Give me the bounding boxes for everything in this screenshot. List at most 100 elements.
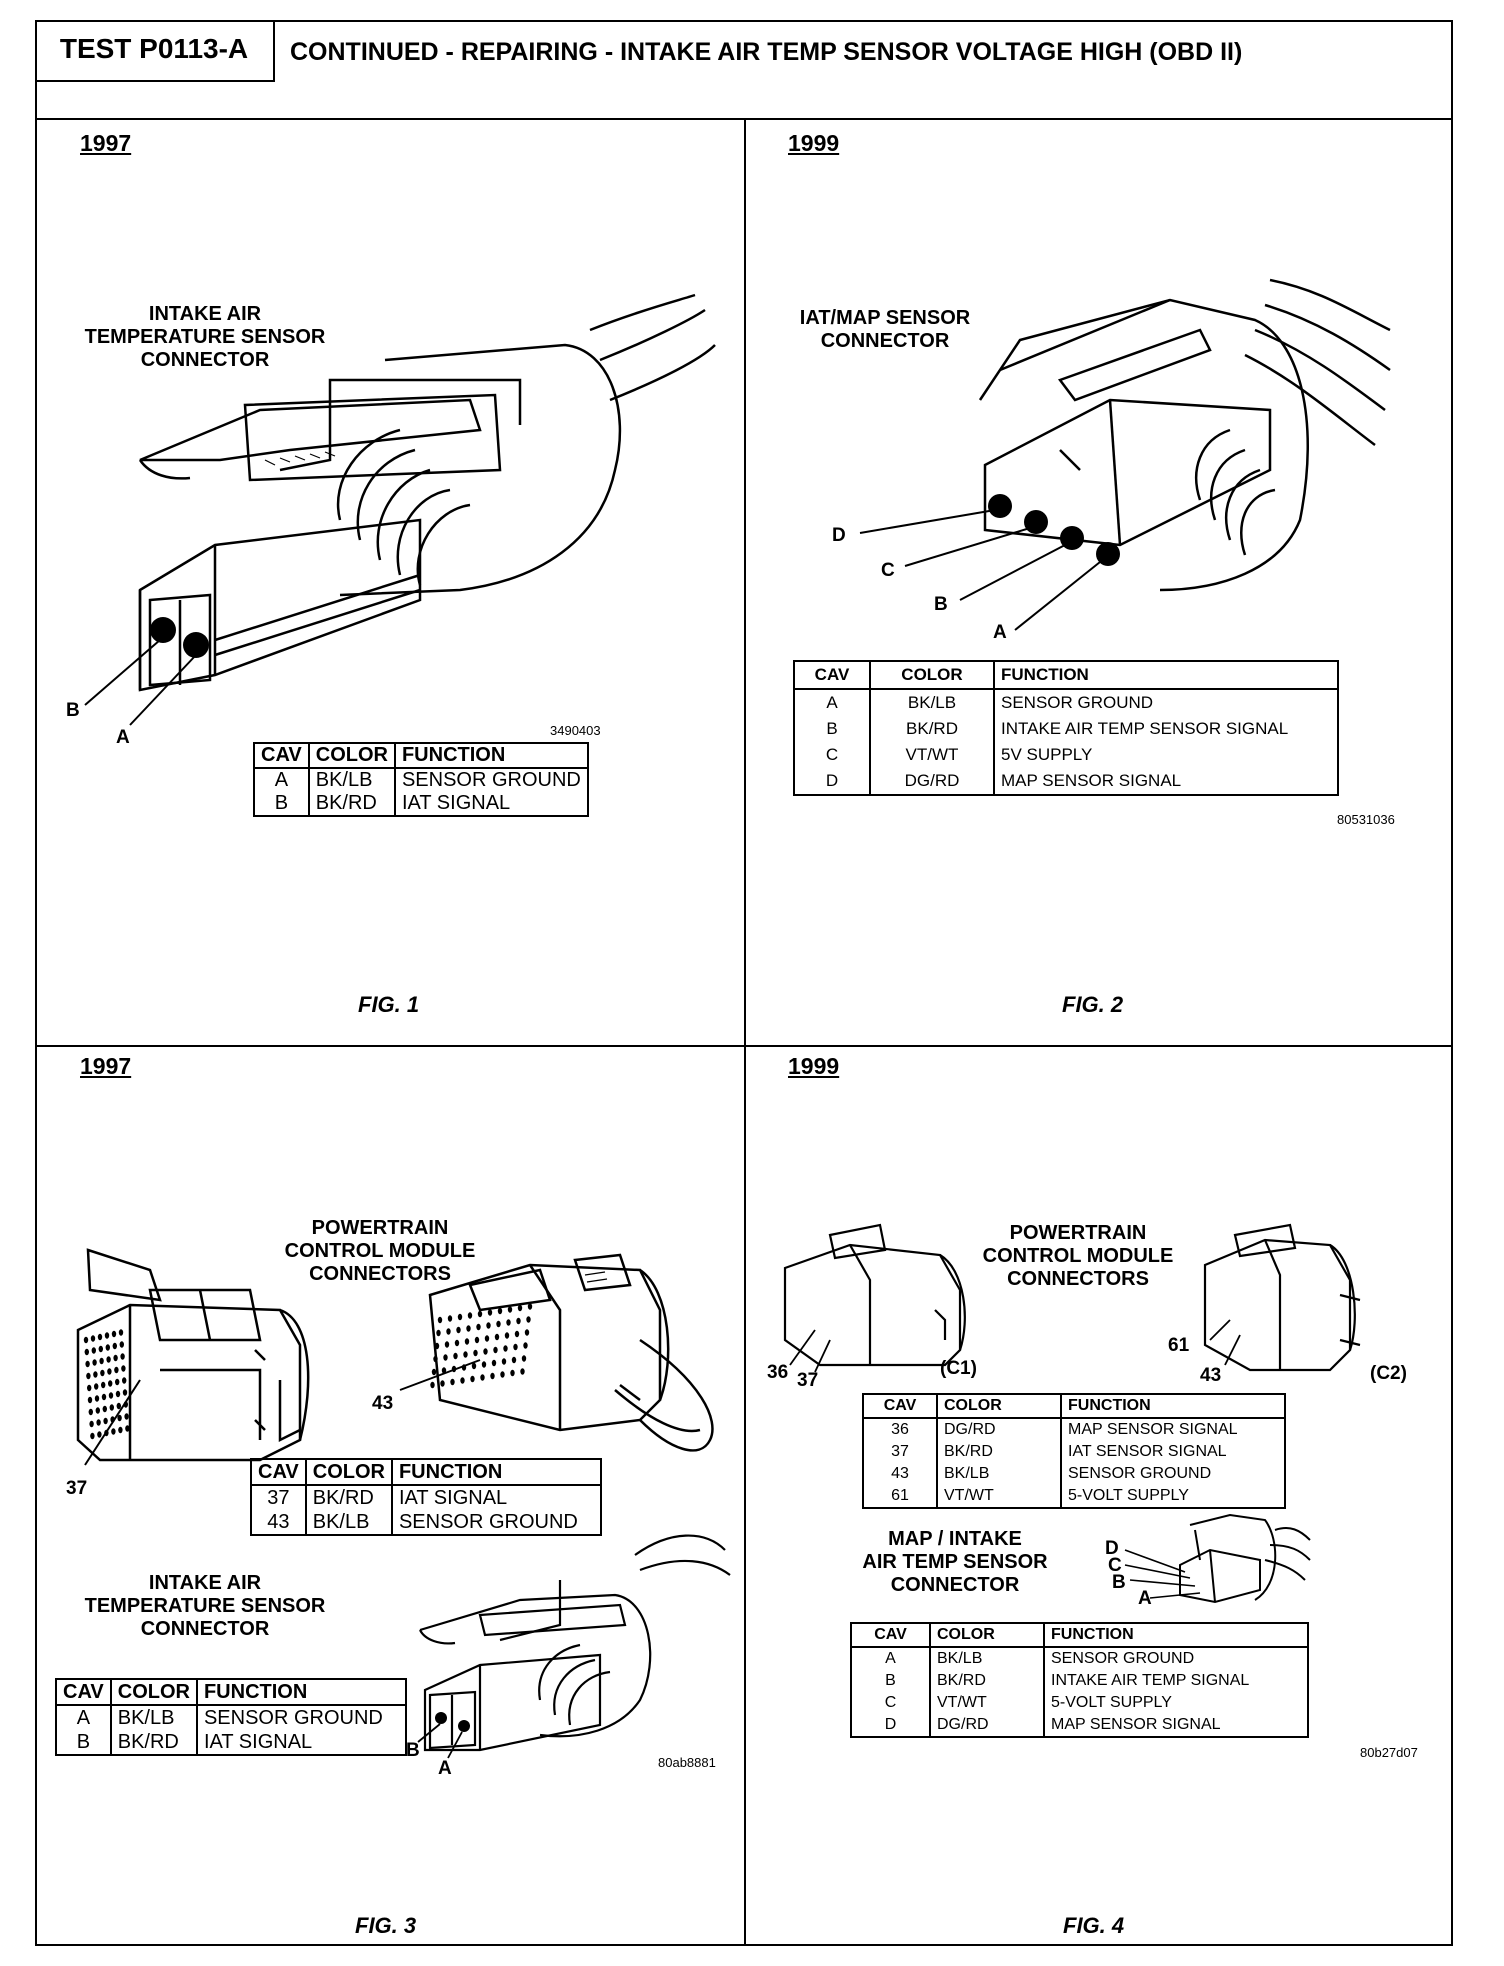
- fig3-sensor-pin-b: B: [406, 1740, 420, 1761]
- pin-hole: [437, 1316, 443, 1324]
- pin-hole: [431, 1368, 437, 1376]
- pin-hole: [460, 1377, 465, 1384]
- pin-hole: [96, 1419, 101, 1426]
- pin-hole: [100, 1369, 105, 1377]
- pin-hole: [434, 1342, 440, 1350]
- fig2-pin-d: D: [832, 525, 846, 546]
- fig1-code: 3490403: [550, 723, 601, 738]
- pin-hole: [433, 1355, 438, 1363]
- pin-hole: [112, 1342, 118, 1350]
- fig1-pin-b: B: [66, 700, 80, 721]
- fig1-year: 1997: [80, 130, 132, 156]
- pin-hole: [91, 1347, 97, 1354]
- pin-hole: [453, 1352, 458, 1360]
- pin-hole: [523, 1342, 528, 1349]
- pin-hole: [526, 1316, 531, 1323]
- fig3-sensor-pin-a: A: [438, 1758, 452, 1779]
- pin-hole: [122, 1389, 128, 1396]
- pin-hole: [490, 1372, 495, 1380]
- pin-hole: [103, 1417, 108, 1425]
- pin-hole: [101, 1393, 107, 1401]
- fig4-c1-label: (C1): [940, 1358, 977, 1379]
- fig4-sensor-pin-b: B: [1112, 1572, 1126, 1593]
- fig2-pin-c: C: [881, 560, 895, 581]
- pin-hole: [470, 1375, 475, 1383]
- fig4-c1-pin-37: 37: [797, 1370, 819, 1391]
- fig2-year: 1999: [788, 130, 840, 156]
- pin-hole: [524, 1329, 530, 1336]
- fig2-caption: FIG. 2: [1062, 992, 1124, 1017]
- pin-hole: [102, 1405, 108, 1413]
- pin-hole: [89, 1420, 94, 1428]
- fig4-sensor-pin-a: A: [1138, 1588, 1152, 1609]
- pin-hole: [125, 1425, 130, 1432]
- pin-hole: [456, 1326, 461, 1334]
- pin-hole: [85, 1360, 90, 1368]
- pin-hole: [87, 1396, 93, 1404]
- pin-hole: [99, 1357, 104, 1365]
- pin-hole: [88, 1408, 94, 1416]
- pin-hole: [466, 1325, 471, 1332]
- pin-hole: [92, 1359, 97, 1366]
- pin-hole: [486, 1322, 491, 1329]
- fig3-code: 80ab8881: [658, 1755, 716, 1770]
- pin-hole: [84, 1348, 90, 1356]
- pin-hole: [83, 1336, 89, 1344]
- pin-hole: [501, 1358, 507, 1365]
- pin-hole: [507, 1306, 513, 1313]
- pin-hole: [106, 1356, 111, 1363]
- pin-hole: [493, 1346, 498, 1354]
- pin-hole: [111, 1428, 116, 1435]
- pin-hole: [115, 1390, 121, 1398]
- pin-hole: [90, 1432, 95, 1440]
- pin-hole: [98, 1345, 104, 1353]
- pin-hole: [516, 1317, 521, 1325]
- fig3-caption: FIG. 3: [355, 1913, 417, 1938]
- pin-hole: [450, 1378, 455, 1386]
- pin-hole: [114, 1366, 119, 1374]
- page-title: CONTINUED - REPAIRING - INTAKE AIR TEMP …: [290, 38, 1243, 66]
- pin-hole: [517, 1304, 523, 1312]
- pin-hole: [443, 1354, 448, 1361]
- pin-hole: [481, 1361, 487, 1368]
- pin-hole: [514, 1330, 520, 1338]
- pin-hole: [484, 1335, 490, 1342]
- pin-hole: [97, 1333, 103, 1341]
- pin-hole: [527, 1303, 533, 1310]
- pin-hole: [476, 1323, 481, 1331]
- pin-hole: [105, 1344, 111, 1351]
- pin-hole: [116, 1402, 122, 1410]
- pin-hole: [480, 1374, 485, 1381]
- pin-hole: [86, 1372, 91, 1380]
- fig2-code: 80531036: [1337, 812, 1395, 827]
- pin-hole: [124, 1413, 129, 1420]
- pin-hole: [430, 1381, 435, 1389]
- pin-hole: [118, 1329, 124, 1336]
- pin-hole: [474, 1336, 480, 1344]
- pin-hole: [500, 1371, 505, 1378]
- fig1-caption: FIG. 1: [358, 992, 420, 1017]
- pin-hole: [477, 1310, 483, 1318]
- fig4-c2-pin-43: 43: [1200, 1365, 1222, 1386]
- pin-hole: [464, 1338, 470, 1345]
- pin-hole: [94, 1383, 99, 1390]
- pin-hole: [446, 1328, 451, 1335]
- pin-hole: [504, 1332, 510, 1339]
- pin-hole: [444, 1341, 450, 1348]
- pin-hole: [108, 1380, 113, 1387]
- fig4-code: 80b27d07: [1360, 1745, 1418, 1760]
- pin-hole: [97, 1431, 102, 1438]
- pin-hole: [113, 1354, 118, 1362]
